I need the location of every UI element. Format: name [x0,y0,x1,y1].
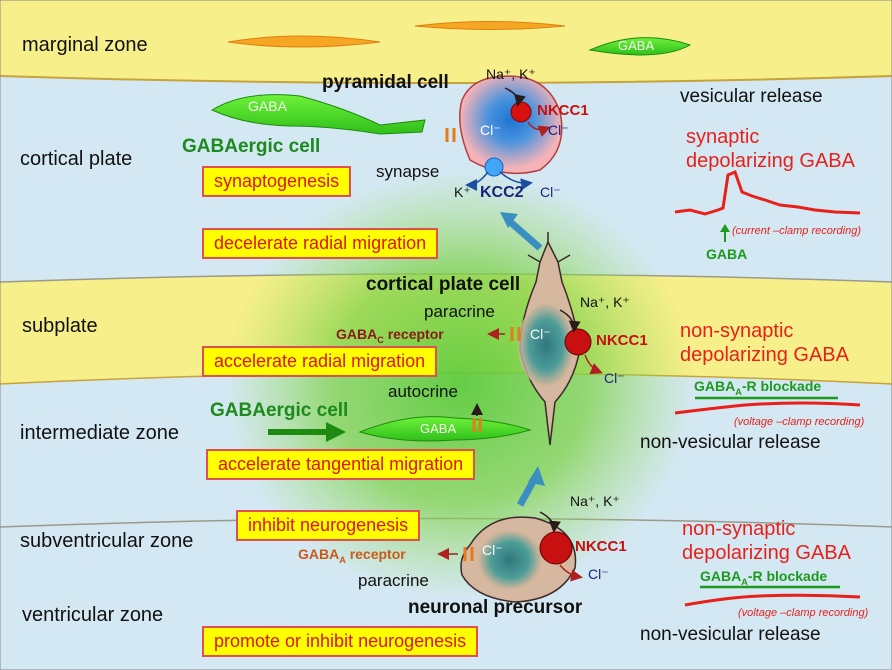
trace-gaba-label: GABA [706,246,748,262]
zone-subventricular: subventricular zone [20,530,194,552]
marginal-gaba-cell [588,37,692,56]
box-decelerate: decelerate radial migration [202,228,439,259]
pyr-cl-inside: Cl⁻ [480,122,501,138]
cortical-plate-cell-label: cortical plate cell [366,274,521,295]
synaptic-title-2: depolarizing GABA [686,150,855,172]
box-accelerate-radial: accelerate radial migration [202,346,438,377]
nonsyn-title-4: depolarizing GABA [682,542,851,564]
zone-cortical-plate: cortical plate [20,148,133,170]
synapse-label: synapse [376,162,440,181]
non-vesicular-1: non-vesicular release [640,432,821,453]
gaba-label-mid: GABA [420,421,457,436]
neuronal-precursor-label: neuronal precursor [408,597,583,618]
box-synaptogenesis: synaptogenesis [202,166,352,197]
pyr-cl-out2: Cl⁻ [540,184,561,200]
box-promote-inhibit: promote or inhibit neurogenesis [202,626,479,657]
gaba-label-marginal: GABA [618,38,655,53]
pyramidal-cell-shape [459,75,563,175]
orange-cell-2 [414,21,566,30]
gaba-label-top: GABA [248,98,287,114]
vesicular-release: vesicular release [680,86,823,107]
nonsyn-title-3: non-synaptic [682,518,796,540]
box-accelerate-tangential: accelerate tangential migration [206,449,476,480]
synaptic-title-1: synaptic [686,126,760,148]
zone-ventricular: ventricular zone [22,604,164,626]
nonsyn-title-2: depolarizing GABA [680,344,849,366]
current-clamp-label: (current –clamp recording) [732,225,861,237]
cp-cl-inside: Cl⁻ [530,326,551,342]
box-inhibit: inhibit neurogenesis [236,510,421,541]
pyramidal-nkcc1-icon [510,101,532,123]
pyr-nkcc1: NKCC1 [537,102,589,119]
gabac-receptor-label: GABAC receptor [336,326,444,345]
blockade-label-2: GABAA-R blockade [700,568,828,587]
prec-na-k: Na⁺, K⁺ [570,493,620,509]
blockade-label-1: GABAA-R blockade [694,378,822,397]
kcc2-icon [484,157,504,177]
voltage-clamp-trace-1 [674,401,861,415]
pyr-k-plus: K⁺ [454,184,471,200]
cortical-nkcc1-icon [564,328,592,356]
paracrine-label-2: paracrine [358,571,429,590]
nonsyn-title-1: non-synaptic [680,320,794,342]
kcc2-label: KCC2 [480,184,524,201]
green-glow [225,170,695,600]
prec-cl-out: Cl⁻ [588,566,609,582]
current-clamp-trace [674,169,861,216]
voltage-clamp-label-2: (voltage –clamp recording) [738,607,869,619]
zone-subplate: subplate [22,315,98,337]
precursor-nkcc1-icon [539,531,573,565]
zone-marginal: marginal zone [22,34,148,56]
prec-cl-inside: Cl⁻ [482,542,503,558]
cp-na-k: Na⁺, K⁺ [580,294,630,310]
voltage-clamp-trace-2 [684,593,861,607]
gabaa-receptor-label: GABAA receptor [298,546,406,565]
pyramidal-cell-label: pyramidal cell [322,72,449,93]
gabaergic-cell-mid-shape [358,416,532,442]
zone-intermediate: intermediate zone [20,422,179,444]
orange-cell-1 [227,35,381,48]
prec-nkcc1: NKCC1 [575,538,627,555]
pyr-cl-out: Cl⁻ [548,122,569,138]
autocrine-label: autocrine [388,382,458,401]
non-vesicular-2: non-vesicular release [640,624,821,645]
marginal-zone-band [0,0,892,83]
gabaergic-cell-mid-label: GABAergic cell [210,400,349,421]
gabaergic-cell-top-shape [210,94,426,135]
cp-nkcc1: NKCC1 [596,332,648,349]
paracrine-label-1: paracrine [424,302,495,321]
voltage-clamp-label-1: (voltage –clamp recording) [734,416,865,428]
gabaergic-cell-top-label: GABAergic cell [182,136,321,157]
cp-cl-out: Cl⁻ [604,370,625,386]
pyr-na-k: Na⁺, K⁺ [486,66,536,82]
